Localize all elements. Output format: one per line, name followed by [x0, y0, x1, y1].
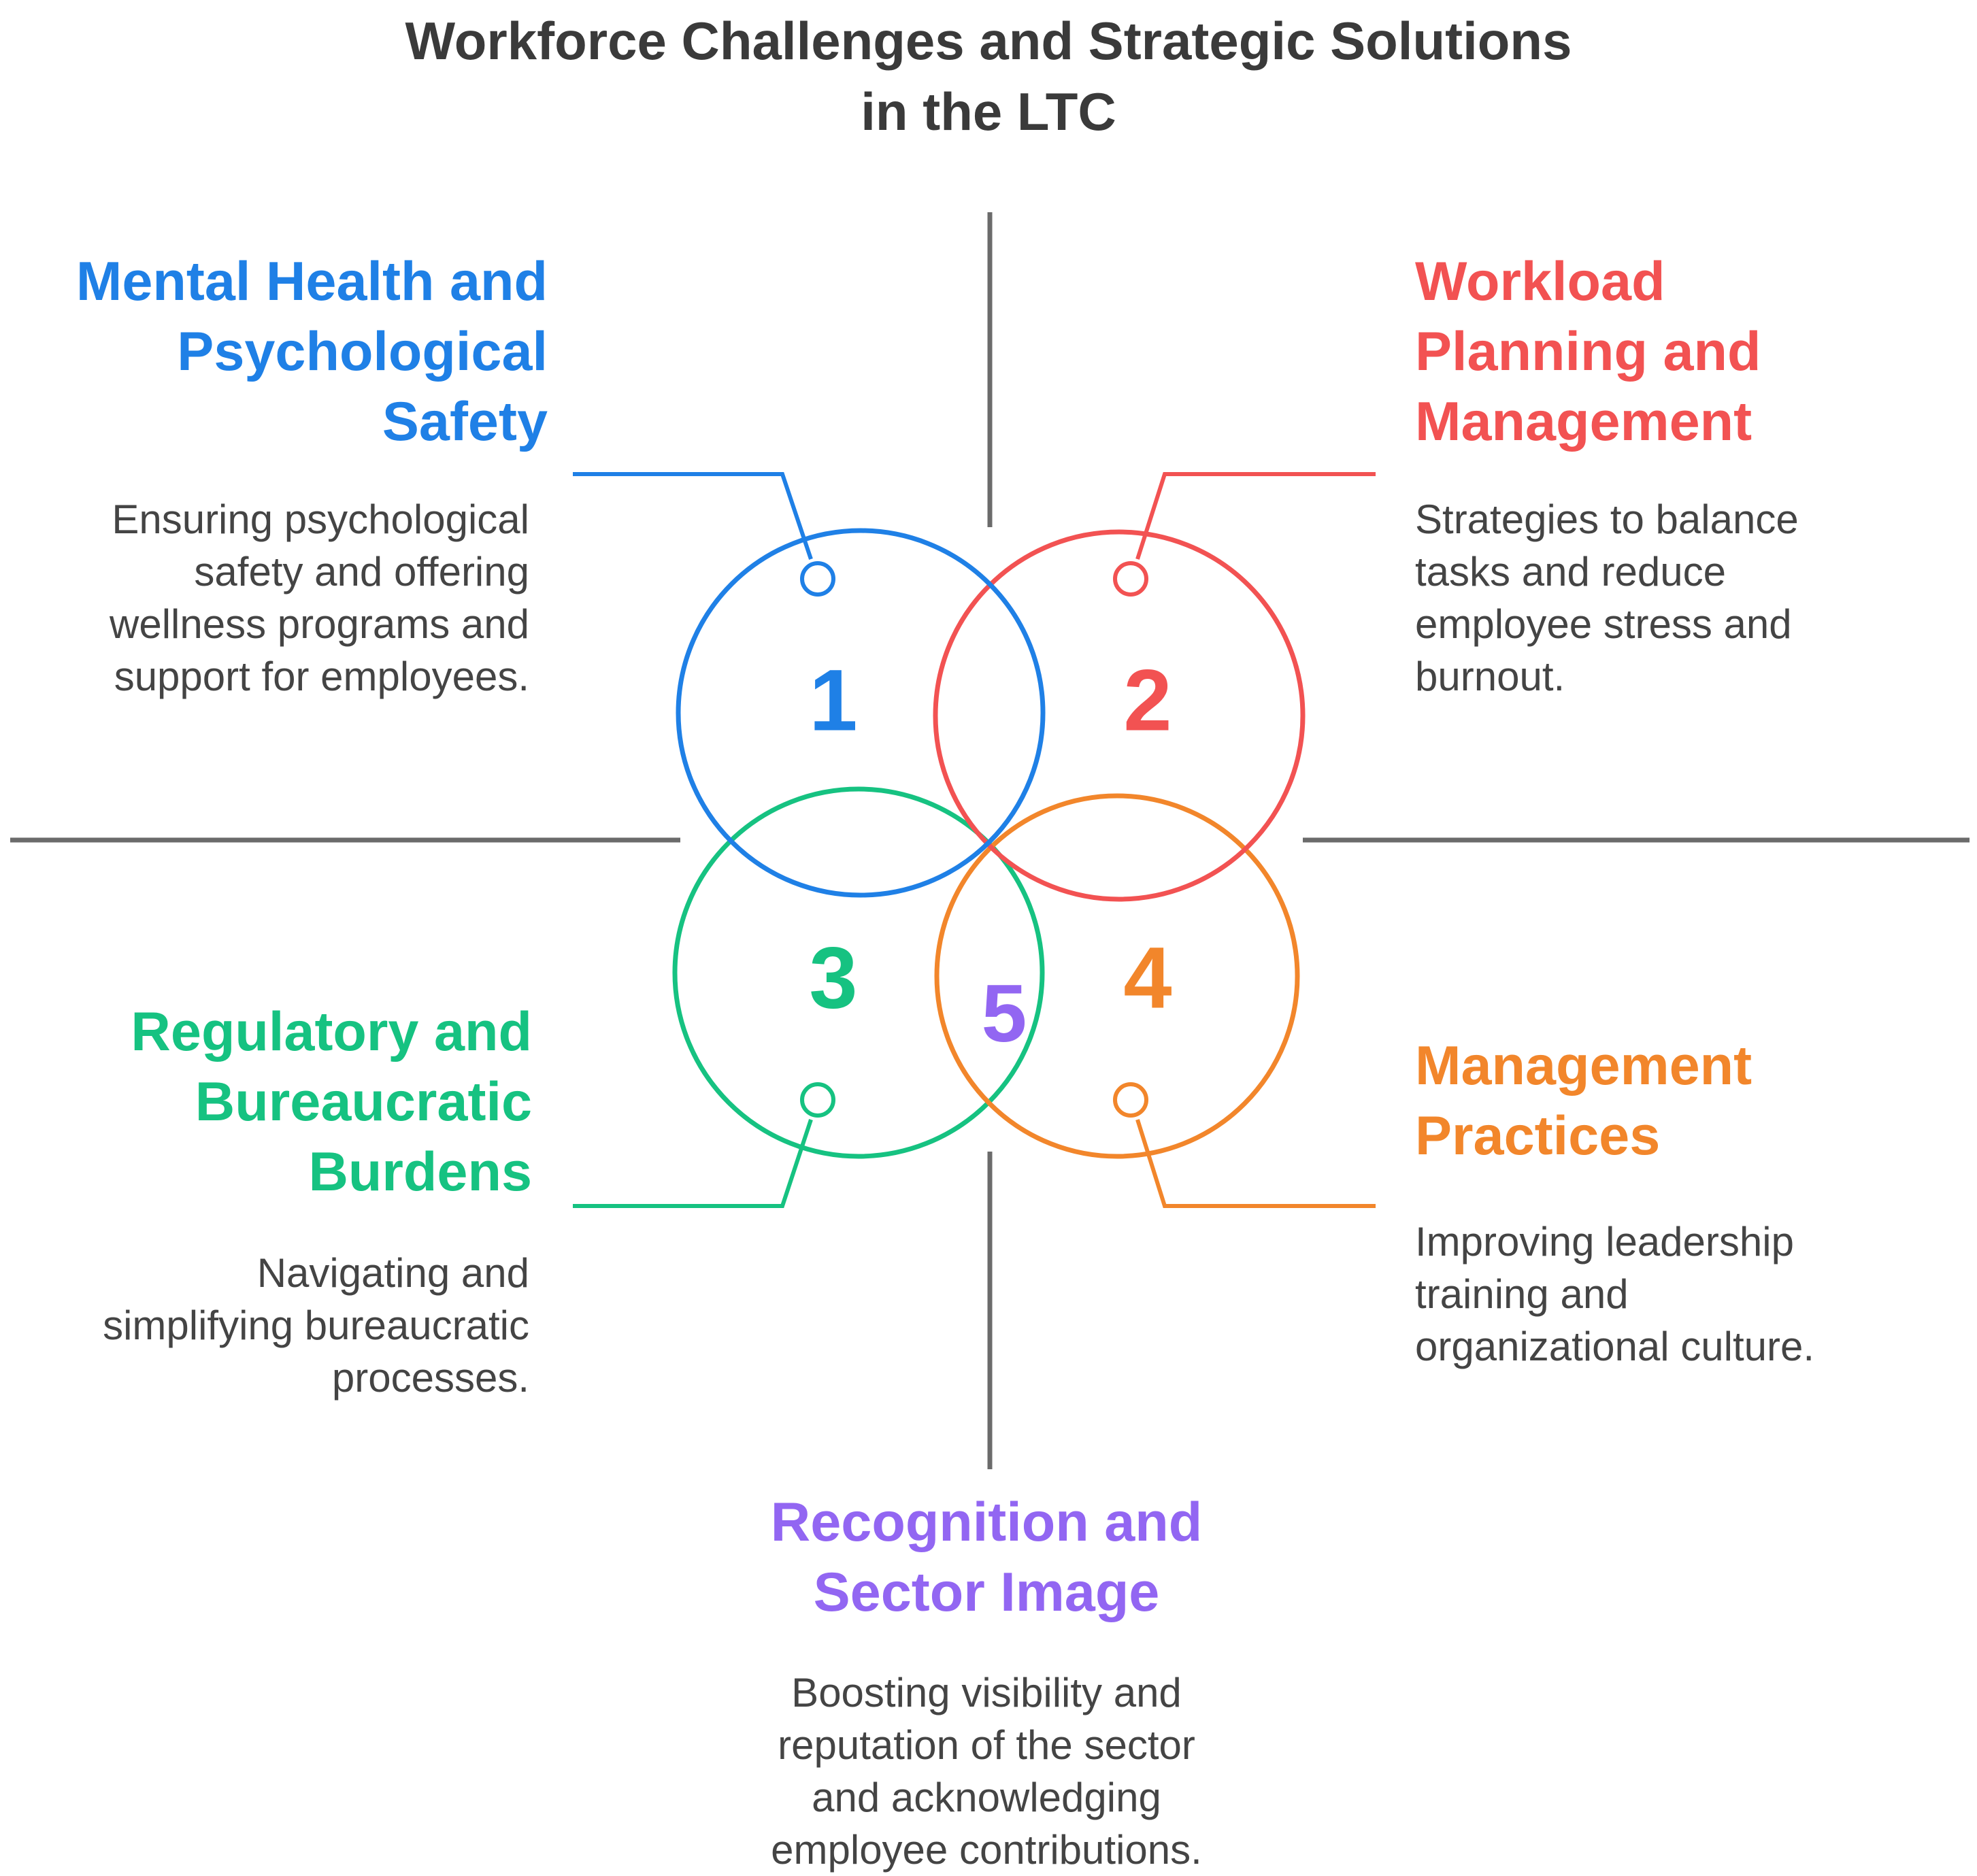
description-2-line-4: burnout. — [1415, 654, 1565, 699]
description-3-line-3: processes. — [331, 1355, 529, 1401]
description-4-line-2: training and — [1415, 1271, 1629, 1317]
description-recognition-sector-image: Boosting visibility and reputation of th… — [680, 1666, 1293, 1876]
leader-line-1 — [573, 472, 813, 560]
leader-dot-3 — [800, 1082, 835, 1118]
heading-workload-planning: Workload Planning and Management — [1415, 247, 1959, 457]
description-5-line-4: employee contributions. — [771, 1827, 1202, 1873]
heading-1-line-2: Psychological — [177, 321, 548, 382]
description-workload-planning: Strategies to balance tasks and reduce e… — [1415, 493, 1959, 703]
heading-3-line-2: Bureaucratic — [195, 1071, 532, 1133]
number-4: 4 — [1123, 930, 1172, 1027]
heading-1-line-1: Mental Health and — [76, 251, 548, 312]
number-5: 5 — [982, 968, 1027, 1059]
heading-recognition-sector-image: Recognition and Sector Image — [680, 1488, 1293, 1628]
page-title-line-2: in the LTC — [861, 82, 1116, 141]
heading-1-line-3: Safety — [382, 391, 548, 452]
description-4-line-3: organizational culture. — [1415, 1324, 1815, 1369]
description-5-line-2: reputation of the sector — [778, 1722, 1195, 1768]
page-title-line-1: Workforce Challenges and Strategic Solut… — [405, 11, 1572, 71]
description-4-line-1: Improving leadership — [1415, 1219, 1794, 1264]
description-5-line-1: Boosting visibility and — [791, 1670, 1182, 1715]
heading-mental-health: Mental Health and Psychological Safety — [27, 247, 548, 457]
leader-line-4 — [1135, 1119, 1376, 1208]
description-1-line-4: support for employees. — [114, 654, 529, 699]
description-mental-health: Ensuring psychological safety and offeri… — [27, 493, 529, 703]
heading-5-line-1: Recognition and — [770, 1492, 1203, 1553]
heading-regulatory-burdens: Regulatory and Bureaucratic Burdens — [27, 997, 532, 1207]
heading-2-line-2: Planning and — [1415, 321, 1761, 382]
heading-4-line-1: Management — [1415, 1035, 1752, 1096]
leader-dot-2 — [1113, 561, 1148, 597]
description-1-line-2: safety and offering — [194, 549, 529, 594]
circle-4 — [934, 793, 1300, 1159]
description-2-line-1: Strategies to balance — [1415, 497, 1799, 542]
description-3-line-2: simplifying bureaucratic — [103, 1303, 529, 1348]
heading-4-line-2: Practices — [1415, 1105, 1661, 1167]
heading-3-line-3: Burdens — [308, 1141, 532, 1203]
leader-line-3 — [573, 1119, 813, 1208]
description-2-line-2: tasks and reduce — [1415, 549, 1726, 594]
description-1-line-3: wellness programs and — [110, 601, 529, 647]
circle-3 — [672, 786, 1045, 1159]
description-3-line-1: Navigating and — [256, 1250, 529, 1296]
leader-dot-4 — [1113, 1082, 1148, 1118]
description-1-line-1: Ensuring psychological — [112, 497, 529, 542]
number-3: 3 — [809, 930, 857, 1027]
heading-management-practices: Management Practices — [1415, 1031, 1959, 1171]
description-2-line-3: employee stress and — [1415, 601, 1792, 647]
description-5-line-3: and acknowledging — [812, 1775, 1161, 1820]
heading-2-line-3: Management — [1415, 391, 1752, 452]
heading-3-line-1: Regulatory and — [131, 1001, 532, 1062]
circle-2 — [933, 529, 1306, 902]
description-regulatory-burdens: Navigating and simplifying bureaucratic … — [27, 1247, 529, 1404]
leader-dot-1 — [800, 561, 835, 597]
heading-2-line-1: Workload — [1415, 251, 1665, 312]
number-2: 2 — [1123, 652, 1172, 750]
description-management-practices: Improving leadership training and organi… — [1415, 1216, 1959, 1373]
heading-5-line-2: Sector Image — [813, 1562, 1160, 1623]
page-title: Workforce Challenges and Strategic Solut… — [0, 5, 1977, 147]
number-1: 1 — [809, 652, 857, 750]
circle-1 — [676, 528, 1046, 898]
leader-line-2 — [1135, 472, 1376, 560]
